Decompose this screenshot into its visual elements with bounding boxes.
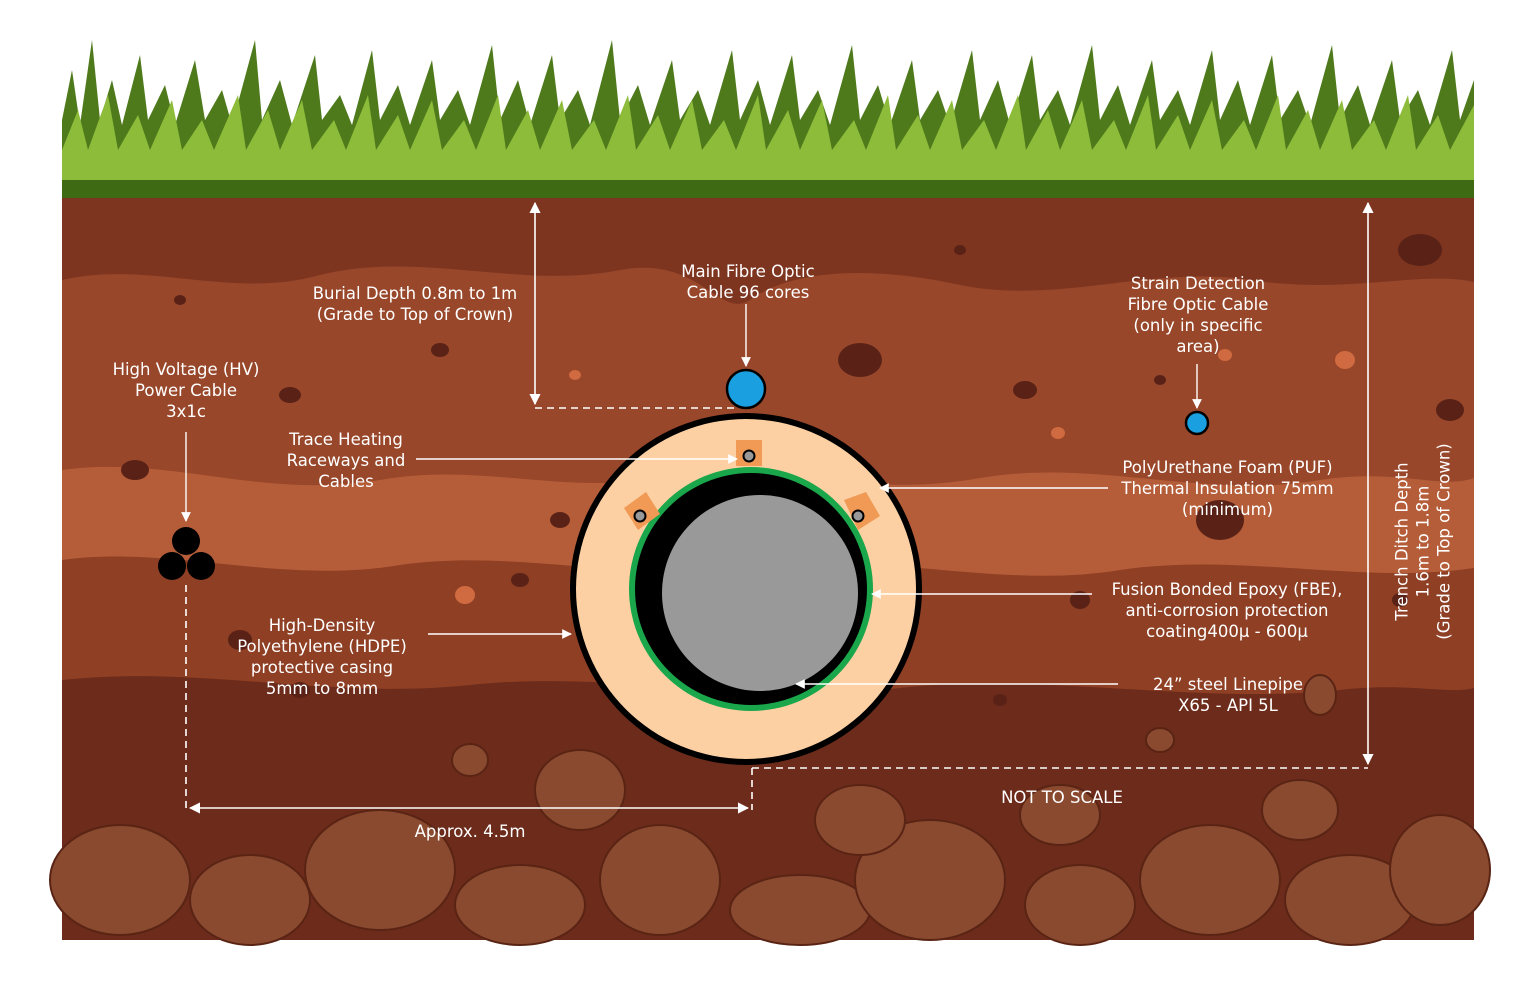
dimension-lines [185,201,1374,814]
steel-linepipe-bore [662,495,858,691]
strain-fibre-label: Strain Detection Fibre Optic Cable (only… [1127,274,1269,356]
trace-heating-raceways [624,440,880,530]
pipeline-cross-section [570,413,922,765]
soil-pebbles [121,234,1464,706]
not-to-scale-label: NOT TO SCALE [1001,788,1123,807]
main-fibre-optic-cable [725,368,767,410]
burial-depth-label: Burial Depth 0.8m to 1m (Grade to Top of… [312,284,518,324]
linepipe-label: 24” steel Linepipe X65 - API 5L [1152,675,1304,715]
trace-heating-cable-right [851,509,865,523]
puf-label: PolyUrethane Foam (PUF) Thermal Insulati… [1121,458,1334,519]
width-label: Approx. 4.5m [414,822,526,841]
main-fibre-label: Main Fibre Optic Cable 96 cores [681,262,815,302]
grass [62,40,1474,198]
hv-cable-label: High Voltage (HV) Power Cable 3x1c [112,360,260,421]
leader-arrows [181,304,1202,689]
hdpe-label: High-Density Polyethylene (HDPE) protect… [237,616,407,698]
trace-heating-cable-left [633,509,647,523]
hv-power-cable [158,527,215,580]
bedrock-rocks [49,674,1491,946]
fbe-label: Fusion Bonded Epoxy (FBE), anti-corrosio… [1111,580,1343,641]
trace-heating-cable-top [742,449,756,463]
strain-detection-fibre-cable [1184,410,1210,436]
trench-depth-label: Trench Ditch Depth 1.6m to 1.8m (Grade t… [1392,443,1454,640]
soil-pebbles-light [455,349,1355,604]
trace-heating-label: Trace Heating Raceways and Cables [286,430,406,491]
